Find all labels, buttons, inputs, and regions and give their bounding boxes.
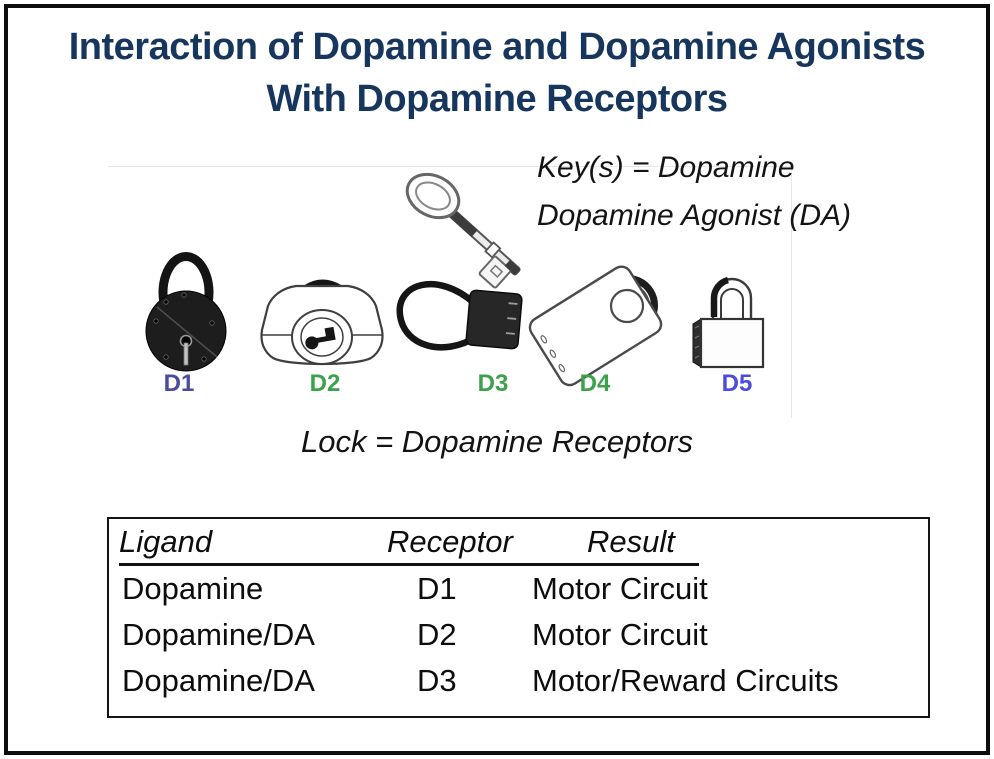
table-header-row: Ligand Receptor Result <box>119 524 699 566</box>
ligand-receptor-table: Ligand Receptor Result Dopamine D1 Motor… <box>107 517 930 718</box>
d1-round-dark-padlock-icon <box>145 252 227 372</box>
locks-illustration <box>145 172 765 387</box>
slide-border <box>4 4 990 755</box>
lock-legend: Lock = Dopamine Receptors <box>300 424 693 459</box>
d4-tilted-lock-ring-icon <box>528 265 663 387</box>
title-line-2: With Dopamine Receptors <box>266 78 728 120</box>
receptor-label-D5: D5 <box>721 370 753 397</box>
cell-receptor: D3 <box>417 663 457 698</box>
page-title: Interaction of Dopamine and Dopamine Ago… <box>0 21 994 125</box>
table-row: Dopamine/DA D2 Motor Circuit <box>119 612 928 658</box>
cell-result: Motor Circuit <box>532 617 708 652</box>
photo-top-edge <box>108 166 791 167</box>
key-icon <box>405 172 521 289</box>
cell-result: Motor Circuit <box>532 571 708 606</box>
table-row: Dopamine/DA D3 Motor/Reward Circuits <box>119 658 928 704</box>
photo-right-edge <box>791 166 792 418</box>
title-line-1: Interaction of Dopamine and Dopamine Ago… <box>68 26 926 68</box>
receptor-label-D3: D3 <box>477 370 509 397</box>
d5-padlock-outline-icon <box>692 276 765 369</box>
table-header-ligand: Ligand <box>119 524 213 559</box>
table-row: Dopamine D1 Motor Circuit <box>119 566 928 612</box>
cell-result: Motor/Reward Circuits <box>532 663 839 698</box>
d3-cable-lock-icon <box>396 280 523 351</box>
receptor-label-D1: D1 <box>163 370 195 397</box>
key-legend: Key(s) = Dopamine Dopamine Agonist (DA) <box>537 144 851 240</box>
cell-receptor: D1 <box>417 571 457 606</box>
table-header-result: Result <box>587 524 675 559</box>
key-legend-line-1: Key(s) = Dopamine <box>537 151 795 184</box>
cell-ligand: Dopamine/DA <box>122 663 315 698</box>
key-legend-line-2: Dopamine Agonist (DA) <box>537 199 852 232</box>
table-header-receptor: Receptor <box>387 524 513 559</box>
receptor-label-D4: D4 <box>579 370 611 397</box>
cell-ligand: Dopamine <box>122 571 264 606</box>
d2-rounded-keyhole-lock-icon <box>260 279 384 366</box>
cell-receptor: D2 <box>417 617 457 652</box>
cell-ligand: Dopamine/DA <box>122 617 315 652</box>
receptor-label-D2: D2 <box>309 370 341 397</box>
